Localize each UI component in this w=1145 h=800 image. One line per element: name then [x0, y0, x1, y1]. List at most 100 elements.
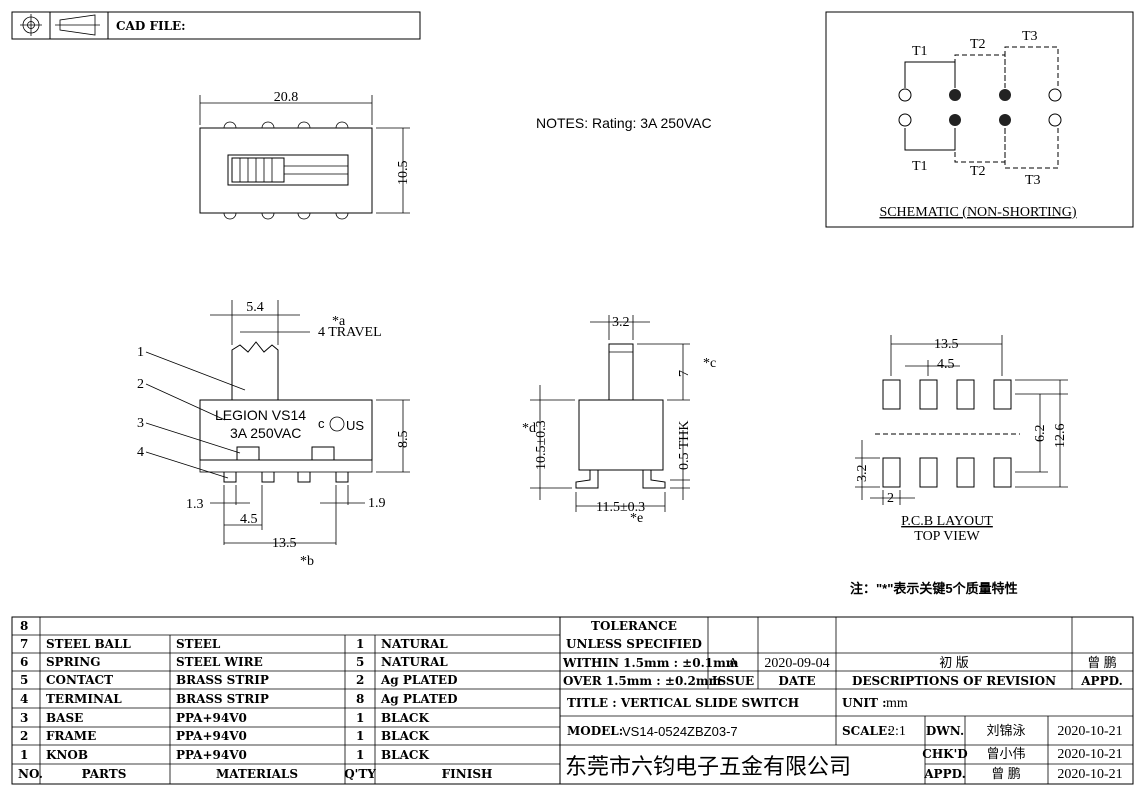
schematic-t2-bottom: T2 — [970, 164, 986, 179]
callout-2: 2 — [137, 377, 144, 392]
header-block: CAD FILE: — [11, 11, 421, 40]
bom-row-part: KNOB — [46, 748, 88, 762]
issue-label: ISSUE — [712, 674, 754, 688]
bom-row-material: STEEL — [176, 637, 221, 651]
cert-c-mark: c — [318, 416, 325, 431]
side-view: 3.2 7 *c 0.5 THK 10.5±0.3 *d 11.5±0.3 *e — [522, 315, 716, 526]
top-height-dim: 10.5 — [396, 161, 411, 186]
bom-header-materials: MATERIALS — [216, 767, 298, 781]
pitch-dim: 4.5 — [240, 512, 258, 527]
chk-label: CHK'D — [922, 747, 967, 761]
bom-row-qty: 5 — [356, 655, 364, 669]
final-appd-date: 2020-10-21 — [1057, 767, 1122, 782]
body-mark: *d — [522, 421, 536, 436]
revision-appd: 曾 鹏 — [1087, 655, 1117, 670]
product-label-line1: LEGION VS14 — [215, 407, 306, 423]
bom-row-qty: 2 — [356, 673, 364, 687]
revision-issue: A — [728, 656, 739, 671]
chk-date: 2020-10-21 — [1057, 747, 1122, 762]
bom-row-no: 7 — [20, 637, 28, 651]
schematic-title: SCHEMATIC (NON-SHORTING) — [879, 205, 1076, 220]
knob-mark: *c — [703, 356, 716, 371]
schematic-t3-top: T3 — [1022, 29, 1038, 44]
bom-row-finish: NATURAL — [381, 655, 448, 669]
appd-label: APPD. — [1080, 674, 1123, 688]
bom-row-finish: BLACK — [381, 748, 429, 762]
bom-row-finish: Ag PLATED — [380, 673, 457, 687]
bom-row-finish: BLACK — [381, 729, 429, 743]
chk-name: 曾小伟 — [986, 746, 1025, 761]
pcb-pitch-dim: 4.5 — [937, 357, 955, 372]
dwn-name: 刘锦泳 — [986, 723, 1025, 738]
pcb-pad-width-dim: 2 — [887, 491, 894, 506]
pcb-subtitle: TOP VIEW — [914, 529, 980, 544]
top-view: 20.8 10.5 — [199, 90, 411, 220]
notes-text: NOTES: Rating: 3A 250VAC — [536, 115, 712, 131]
unit-label: UNIT : — [842, 696, 887, 710]
pcb-title: P.C.B LAYOUT — [901, 514, 993, 529]
pcb-layout: 13.5 4.5 6.2 12.6 3.2 2 P.C.B LAYOUT TOP… — [855, 335, 1068, 544]
bom-row-part: SPRING — [46, 655, 101, 669]
base-width-dim: 11.5±0.3 — [596, 500, 645, 515]
bom-row-qty: 8 — [356, 692, 364, 706]
bom-header-finish: FINISH — [442, 767, 493, 781]
revision-date: 2020-09-04 — [764, 656, 829, 671]
bom-row-part: CONTACT — [46, 673, 113, 687]
bom-row-no: 6 — [20, 655, 28, 669]
bom-row-part: TERMINAL — [46, 692, 122, 706]
top-width-dim: 20.8 — [274, 90, 299, 105]
total-mark: *b — [300, 554, 314, 569]
bom-row-material: BRASS STRIP — [176, 692, 269, 706]
pcb-row-spacing-dim: 6.2 — [1033, 425, 1048, 443]
bom-row-qty: 1 — [356, 748, 364, 762]
dwn-label: DWN. — [926, 724, 964, 738]
pcb-pad-height-dim: 3.2 — [855, 465, 870, 483]
right-offset-dim: 1.9 — [368, 496, 386, 511]
cad-file-label: CAD FILE: — [116, 19, 186, 33]
bom-row-qty: 1 — [356, 729, 364, 743]
bom-row-material: BRASS STRIP — [176, 673, 269, 687]
bom-header-qty: Q'TY — [344, 767, 376, 781]
pcb-total-width-dim: 13.5 — [934, 337, 959, 352]
bom-row-material: PPA+94V0 — [176, 711, 247, 725]
model-label: MODEL: — [567, 724, 623, 738]
schematic-t3-bottom: T3 — [1025, 173, 1041, 188]
bom-row-no: 1 — [20, 748, 28, 762]
cert-us-mark: US — [346, 418, 364, 433]
date-label: DATE — [778, 674, 815, 688]
bom-row-material: STEEL WIRE — [176, 655, 263, 669]
bom-row-material: PPA+94V0 — [176, 729, 247, 743]
callout-1: 1 — [137, 345, 144, 360]
projection-symbol-icon — [20, 14, 100, 36]
knob-width-dim: 5.4 — [246, 300, 264, 315]
front-view: LEGION VS14 3A 250VAC c US 5.4 4 TRAVEL … — [137, 300, 411, 569]
bom-row-finish: BLACK — [381, 711, 429, 725]
bom-row-no: 5 — [20, 673, 28, 687]
bom-row-part: BASE — [46, 711, 83, 725]
schematic: T1 T2 T3 T1 T2 T3 SCHEMATIC (NON-SHORTIN… — [825, 11, 1134, 228]
bom-row-finish: Ag PLATED — [380, 692, 457, 706]
scale-label: SCALE: — [842, 724, 892, 738]
model-value: VS14-0524ZBZ03-7 — [622, 724, 738, 739]
ul-logo-icon — [329, 416, 345, 432]
product-label-line2: 3A 250VAC — [230, 425, 301, 441]
final-appd-name: 曾 鹏 — [991, 766, 1021, 781]
bom-header-parts: PARTS — [82, 767, 127, 781]
bom-row-qty: 1 — [356, 711, 364, 725]
bom-row-part: STEEL BALL — [46, 637, 131, 651]
desc-label: DESCRIPTIONS OF REVISION — [852, 674, 1056, 688]
thk-dim: 0.5 THK — [677, 420, 692, 470]
bom-row-part: FRAME — [46, 729, 96, 743]
front-height-dim: 8.5 — [396, 431, 411, 449]
body-height-dim: 10.5±0.3 — [534, 420, 549, 470]
footnote: 注："*"表示关键5个质量特性 — [850, 581, 1018, 596]
tolerance-over: OVER 1.5mm : ±0.2mm — [563, 674, 722, 688]
title-text: TITLE : VERTICAL SLIDE SWITCH — [567, 696, 799, 710]
side-top-width-dim: 3.2 — [612, 315, 630, 330]
knob-height-dim: 7 — [677, 370, 692, 377]
tolerance-subtitle: UNLESS SPECIFIED — [566, 637, 702, 651]
revision-description: 初 版 — [939, 655, 969, 670]
schematic-t1-top: T1 — [912, 44, 928, 59]
